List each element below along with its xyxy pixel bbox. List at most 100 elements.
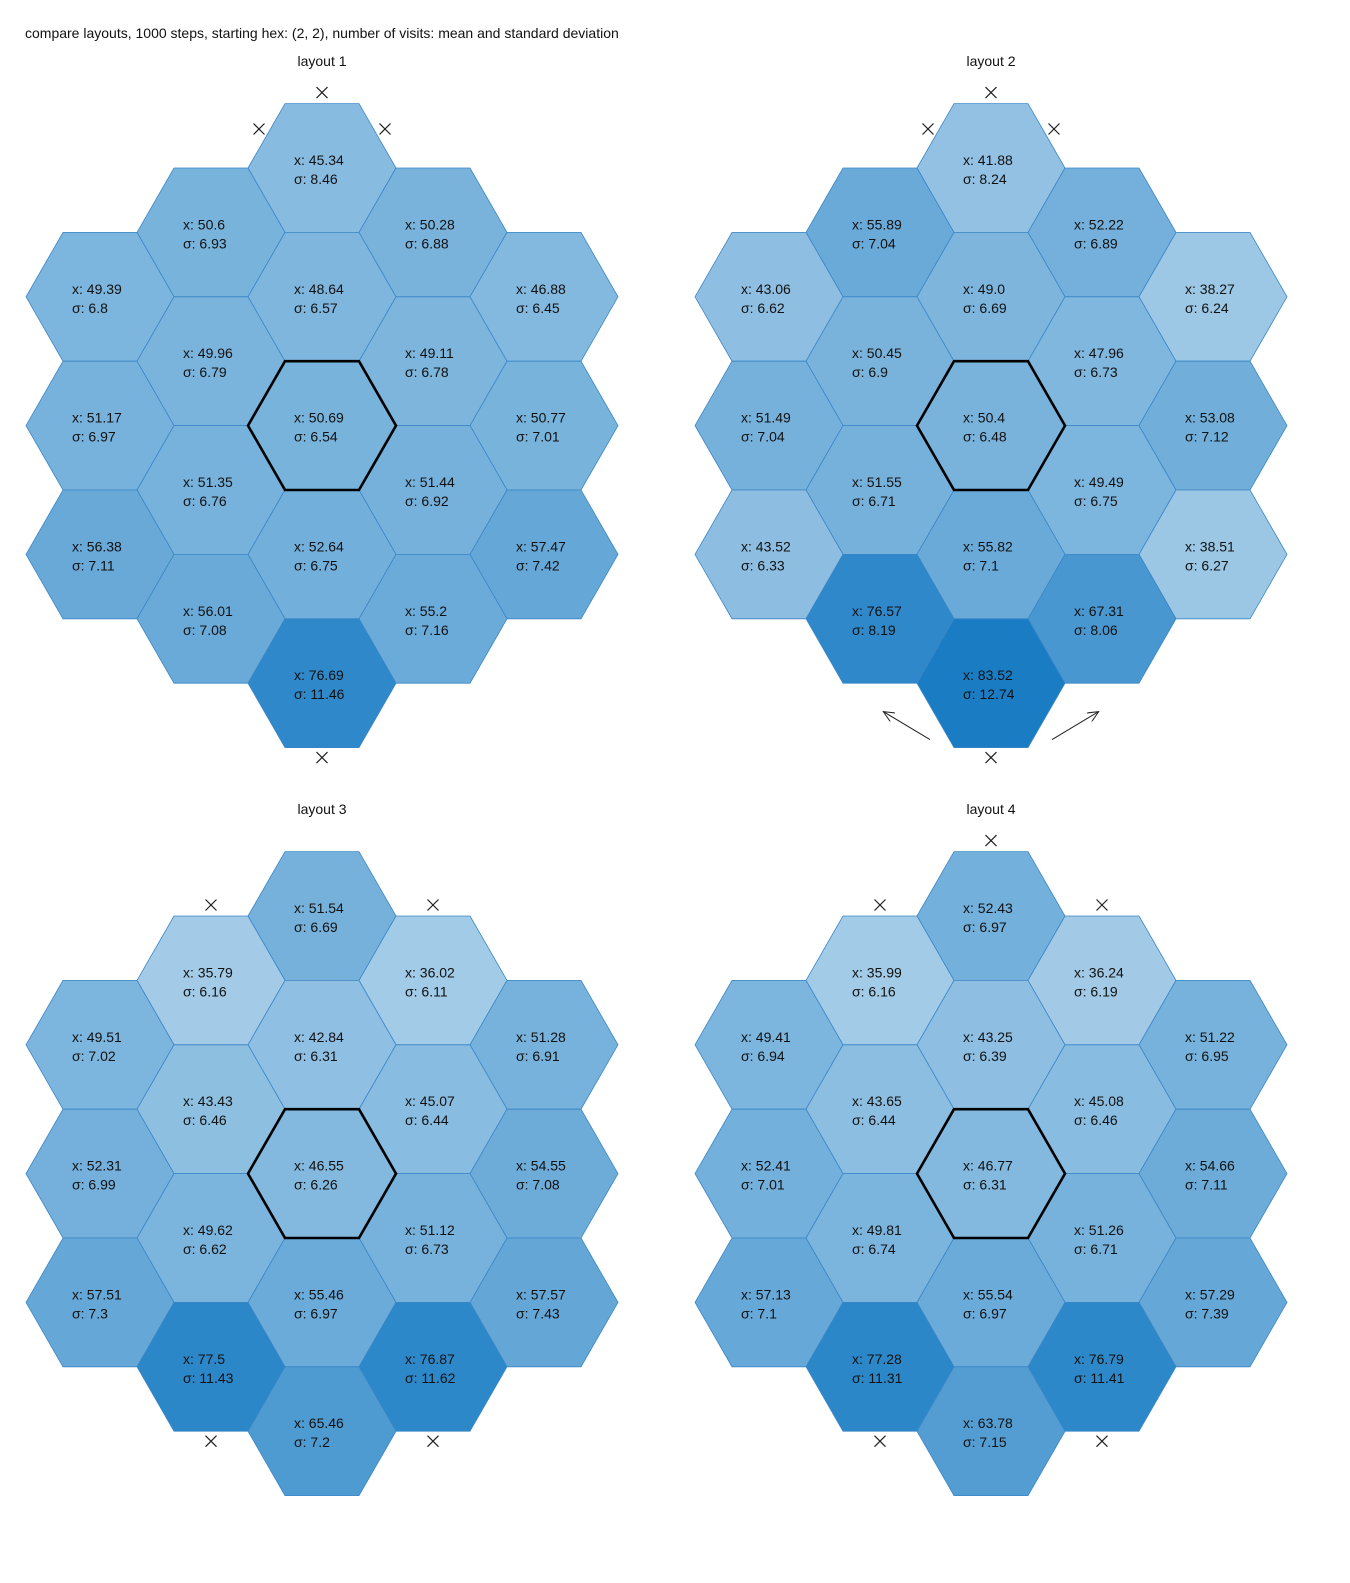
hex-mean-label: x: 43.43 — [183, 1093, 233, 1109]
panel-title: layout 1 — [297, 53, 346, 69]
hex-cell: x: 49.0σ: 6.69 — [916, 231, 1066, 362]
hex-sd-label: σ: 6.94 — [741, 1048, 785, 1064]
hex-sd-label: σ: 6.16 — [183, 983, 227, 999]
hex-cell: x: 43.06σ: 6.62 — [694, 231, 844, 362]
hex-mean-label: x: 83.52 — [963, 667, 1013, 683]
hex-mean-label: x: 43.25 — [963, 1029, 1013, 1045]
hex-sd-label: σ: 7.04 — [741, 429, 785, 445]
hex-mean-label: x: 51.17 — [72, 410, 122, 426]
hex-mean-label: x: 76.57 — [852, 603, 902, 619]
hex-cell: x: 46.55σ: 6.26 — [247, 1108, 397, 1239]
hex-mean-label: x: 51.26 — [1074, 1222, 1124, 1238]
hex-cell: x: 49.51σ: 7.02 — [25, 980, 175, 1110]
hex-mean-label: x: 46.88 — [516, 281, 566, 297]
hex-cell: x: 49.62σ: 6.62 — [136, 1173, 286, 1303]
hex-mean-label: x: 56.38 — [72, 538, 122, 554]
hex-mean-label: x: 43.06 — [741, 281, 791, 297]
exit-marker — [985, 86, 997, 99]
hex-sd-label: σ: 7.11 — [72, 557, 115, 573]
hex-mean-label: x: 49.41 — [741, 1029, 791, 1045]
hex-sd-label: σ: 6.99 — [72, 1177, 116, 1193]
hex-cell: x: 43.25σ: 6.39 — [916, 980, 1066, 1110]
hex-sd-label: σ: 7.42 — [516, 557, 560, 573]
hex-sd-label: σ: 7.08 — [183, 622, 227, 638]
hex-sd-label: σ: 6.97 — [294, 1305, 338, 1321]
hex-cell: x: 65.46σ: 7.2 — [247, 1366, 397, 1496]
hex-mean-label: x: 35.99 — [852, 964, 902, 980]
hex-sd-label: σ: 6.44 — [852, 1112, 896, 1128]
hex-cell: x: 83.52σ: 12.74 — [916, 618, 1066, 748]
hex-mean-label: x: 49.62 — [183, 1222, 233, 1238]
exit-marker — [874, 1435, 886, 1448]
hex-sd-label: σ: 6.16 — [852, 983, 896, 999]
hex-cell: x: 76.57σ: 8.19 — [805, 554, 955, 684]
hex-cell: x: 53.08σ: 7.12 — [1138, 360, 1288, 491]
layout-panel-1: layout 1x: 45.34σ: 8.46x: 50.6σ: 6.93x: … — [25, 53, 619, 764]
hex-sd-label: σ: 6.91 — [516, 1048, 560, 1064]
hex-mean-label: x: 52.22 — [1074, 216, 1124, 232]
hex-mean-label: x: 46.77 — [963, 1158, 1013, 1174]
hex-cell: x: 51.49σ: 7.04 — [694, 360, 844, 491]
layout-panel-2: layout 2x: 41.88σ: 8.24x: 55.89σ: 7.04x:… — [694, 53, 1288, 764]
hex-sd-label: σ: 6.48 — [963, 429, 1007, 445]
hex-cell: x: 43.43σ: 6.46 — [136, 1044, 286, 1174]
hex-sd-label: σ: 6.75 — [294, 557, 338, 573]
hex-cell: x: 76.79σ: 11.41 — [1027, 1302, 1177, 1432]
hex-sd-label: σ: 6.88 — [405, 235, 449, 251]
hex-mean-label: x: 50.28 — [405, 216, 455, 232]
hex-mean-label: x: 52.64 — [294, 538, 344, 554]
hex-sd-label: σ: 11.46 — [294, 686, 345, 702]
hex-cell: x: 51.28σ: 6.91 — [469, 980, 619, 1110]
exit-marker — [205, 1435, 217, 1448]
hex-mean-label: x: 38.27 — [1185, 281, 1235, 297]
hex-mean-label: x: 55.2 — [405, 603, 447, 619]
start-hex-outline — [915, 359, 1067, 492]
exit-marker — [316, 751, 328, 764]
hex-mean-label: x: 43.52 — [741, 538, 791, 554]
hex-sd-label: σ: 6.73 — [405, 1241, 449, 1257]
hex-mean-label: x: 51.44 — [405, 474, 455, 490]
hex-cell: x: 52.31σ: 6.99 — [25, 1108, 175, 1239]
hex-mean-label: x: 38.51 — [1185, 538, 1235, 554]
hex-sd-label: σ: 6.44 — [405, 1112, 449, 1128]
hex-sd-label: σ: 8.24 — [963, 171, 1007, 187]
exit-marker — [922, 123, 934, 135]
panel-title: layout 4 — [966, 801, 1015, 817]
hex-cell: x: 50.69σ: 6.54 — [247, 360, 397, 491]
hex-sd-label: σ: 8.46 — [294, 171, 338, 187]
hex-sd-label: σ: 6.31 — [963, 1177, 1007, 1193]
hex-cell: x: 36.02σ: 6.11 — [358, 915, 508, 1046]
hex-cell: x: 42.84σ: 6.31 — [247, 980, 397, 1110]
hex-mean-label: x: 49.51 — [72, 1029, 122, 1045]
hex-mean-label: x: 51.12 — [405, 1222, 455, 1238]
hex-cell: x: 38.27σ: 6.24 — [1138, 231, 1288, 362]
hex-sd-label: σ: 6.71 — [1074, 1241, 1118, 1257]
hex-tile — [247, 1366, 397, 1496]
hex-cell: x: 55.89σ: 7.04 — [805, 167, 955, 298]
hex-sd-label: σ: 6.27 — [1185, 557, 1229, 573]
hex-sd-label: σ: 7.43 — [516, 1305, 560, 1321]
hex-tile — [247, 618, 397, 748]
hex-sd-label: σ: 11.62 — [405, 1370, 456, 1386]
hex-sd-label: σ: 7.12 — [1185, 429, 1229, 445]
hex-mean-label: x: 54.66 — [1185, 1158, 1235, 1174]
hex-sd-label: σ: 7.16 — [405, 622, 449, 638]
hex-cell: x: 77.28σ: 11.31 — [805, 1302, 955, 1432]
exit-marker — [427, 899, 439, 911]
hex-cell: x: 50.4σ: 6.48 — [916, 360, 1066, 491]
hex-cell: x: 43.65σ: 6.44 — [805, 1044, 955, 1174]
hex-mean-label: x: 49.0 — [963, 281, 1005, 297]
hex-mean-label: x: 49.11 — [405, 345, 454, 361]
start-hex-outline — [246, 359, 398, 492]
hex-tile — [916, 618, 1066, 748]
hex-sd-label: σ: 6.71 — [852, 493, 896, 509]
exit-marker — [427, 1435, 439, 1448]
hex-mean-label: x: 51.22 — [1185, 1029, 1235, 1045]
exit-marker — [379, 123, 391, 135]
hex-sd-label: σ: 6.9 — [852, 364, 888, 380]
hex-mean-label: x: 76.69 — [294, 667, 344, 683]
hex-cell: x: 57.29σ: 7.39 — [1138, 1237, 1288, 1368]
hex-sd-label: σ: 7.2 — [294, 1434, 330, 1450]
hex-tile — [916, 1366, 1066, 1496]
